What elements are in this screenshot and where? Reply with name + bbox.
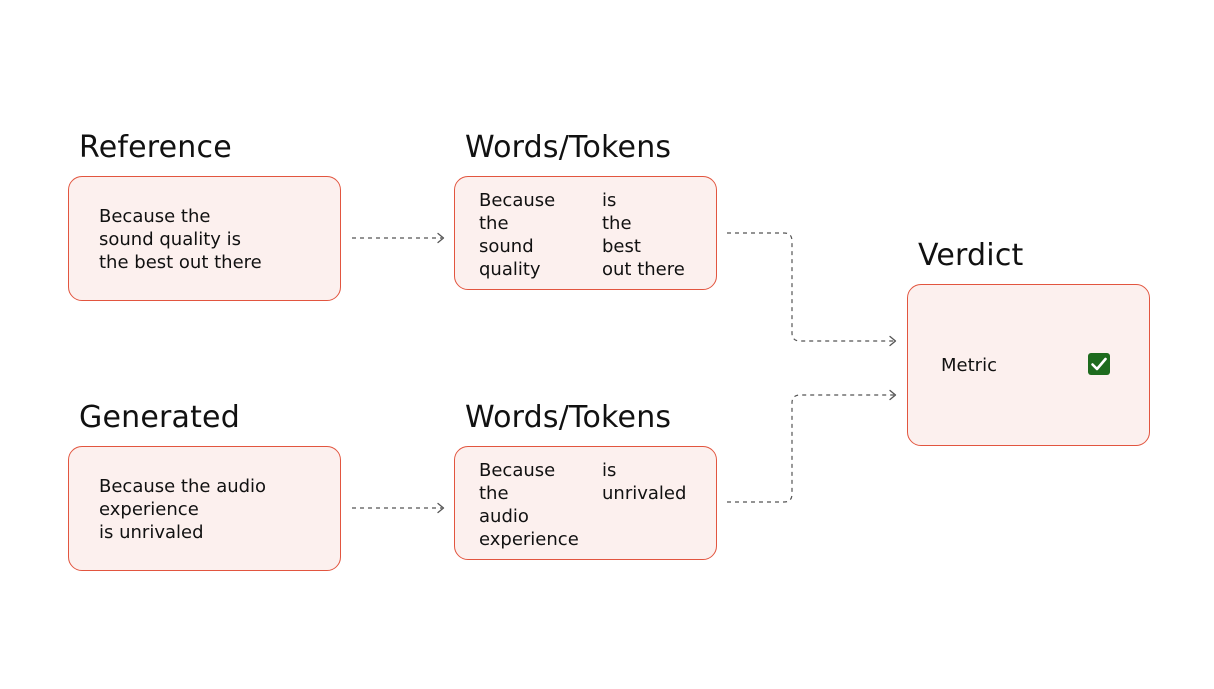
token: experience	[479, 529, 579, 550]
gen-tokens-col-2: is unrivaled	[602, 459, 686, 505]
token: out there	[602, 259, 685, 280]
generated-line: Because the audio	[99, 476, 267, 497]
generated-line: is unrivaled	[99, 522, 204, 543]
gen-tokens-col-1: Because the audio experience	[479, 459, 579, 551]
generated-line: experience	[99, 499, 199, 520]
generated-text: Because the audio experience is unrivale…	[99, 475, 266, 544]
metric-label: Metric	[941, 355, 997, 376]
token: Because	[479, 190, 556, 211]
checkmark-icon	[1088, 353, 1110, 375]
token: quality	[479, 259, 541, 280]
reference-heading: Reference	[79, 130, 232, 165]
token: the	[479, 213, 509, 234]
generated-box: Because the audio experience is unrivale…	[68, 446, 341, 571]
reference-line: the best out there	[99, 252, 262, 273]
arrowhead-icon	[437, 502, 445, 514]
arrowhead-icon	[437, 232, 445, 244]
arrowhead-icon	[889, 335, 897, 347]
verdict-heading: Verdict	[918, 238, 1024, 273]
ref-tokens-col-2: is the best out there	[602, 189, 685, 281]
reference-text: Because the sound quality is the best ou…	[99, 205, 262, 274]
arrowhead-icon	[889, 389, 897, 401]
token: sound	[479, 236, 534, 257]
connector-arrow	[727, 394, 894, 503]
token: is	[602, 190, 617, 211]
gen-tokens-heading: Words/Tokens	[465, 400, 672, 435]
reference-line: Because the	[99, 206, 211, 227]
ref-tokens-heading: Words/Tokens	[465, 130, 672, 165]
ref-tokens-box: Because the sound quality is the best ou…	[454, 176, 717, 290]
verdict-box: Metric	[907, 284, 1150, 446]
ref-tokens-col-1: Because the sound quality	[479, 189, 555, 281]
token: Because	[479, 460, 556, 481]
token: best	[602, 236, 641, 257]
reference-line: sound quality is	[99, 229, 242, 250]
token: audio	[479, 506, 529, 527]
token: the	[479, 483, 509, 504]
connector-arrow	[727, 232, 894, 342]
generated-heading: Generated	[79, 400, 240, 435]
token: the	[602, 213, 632, 234]
gen-tokens-box: Because the audio experience is unrivale…	[454, 446, 717, 560]
reference-box: Because the sound quality is the best ou…	[68, 176, 341, 301]
token: is	[602, 460, 617, 481]
token: unrivaled	[602, 483, 687, 504]
